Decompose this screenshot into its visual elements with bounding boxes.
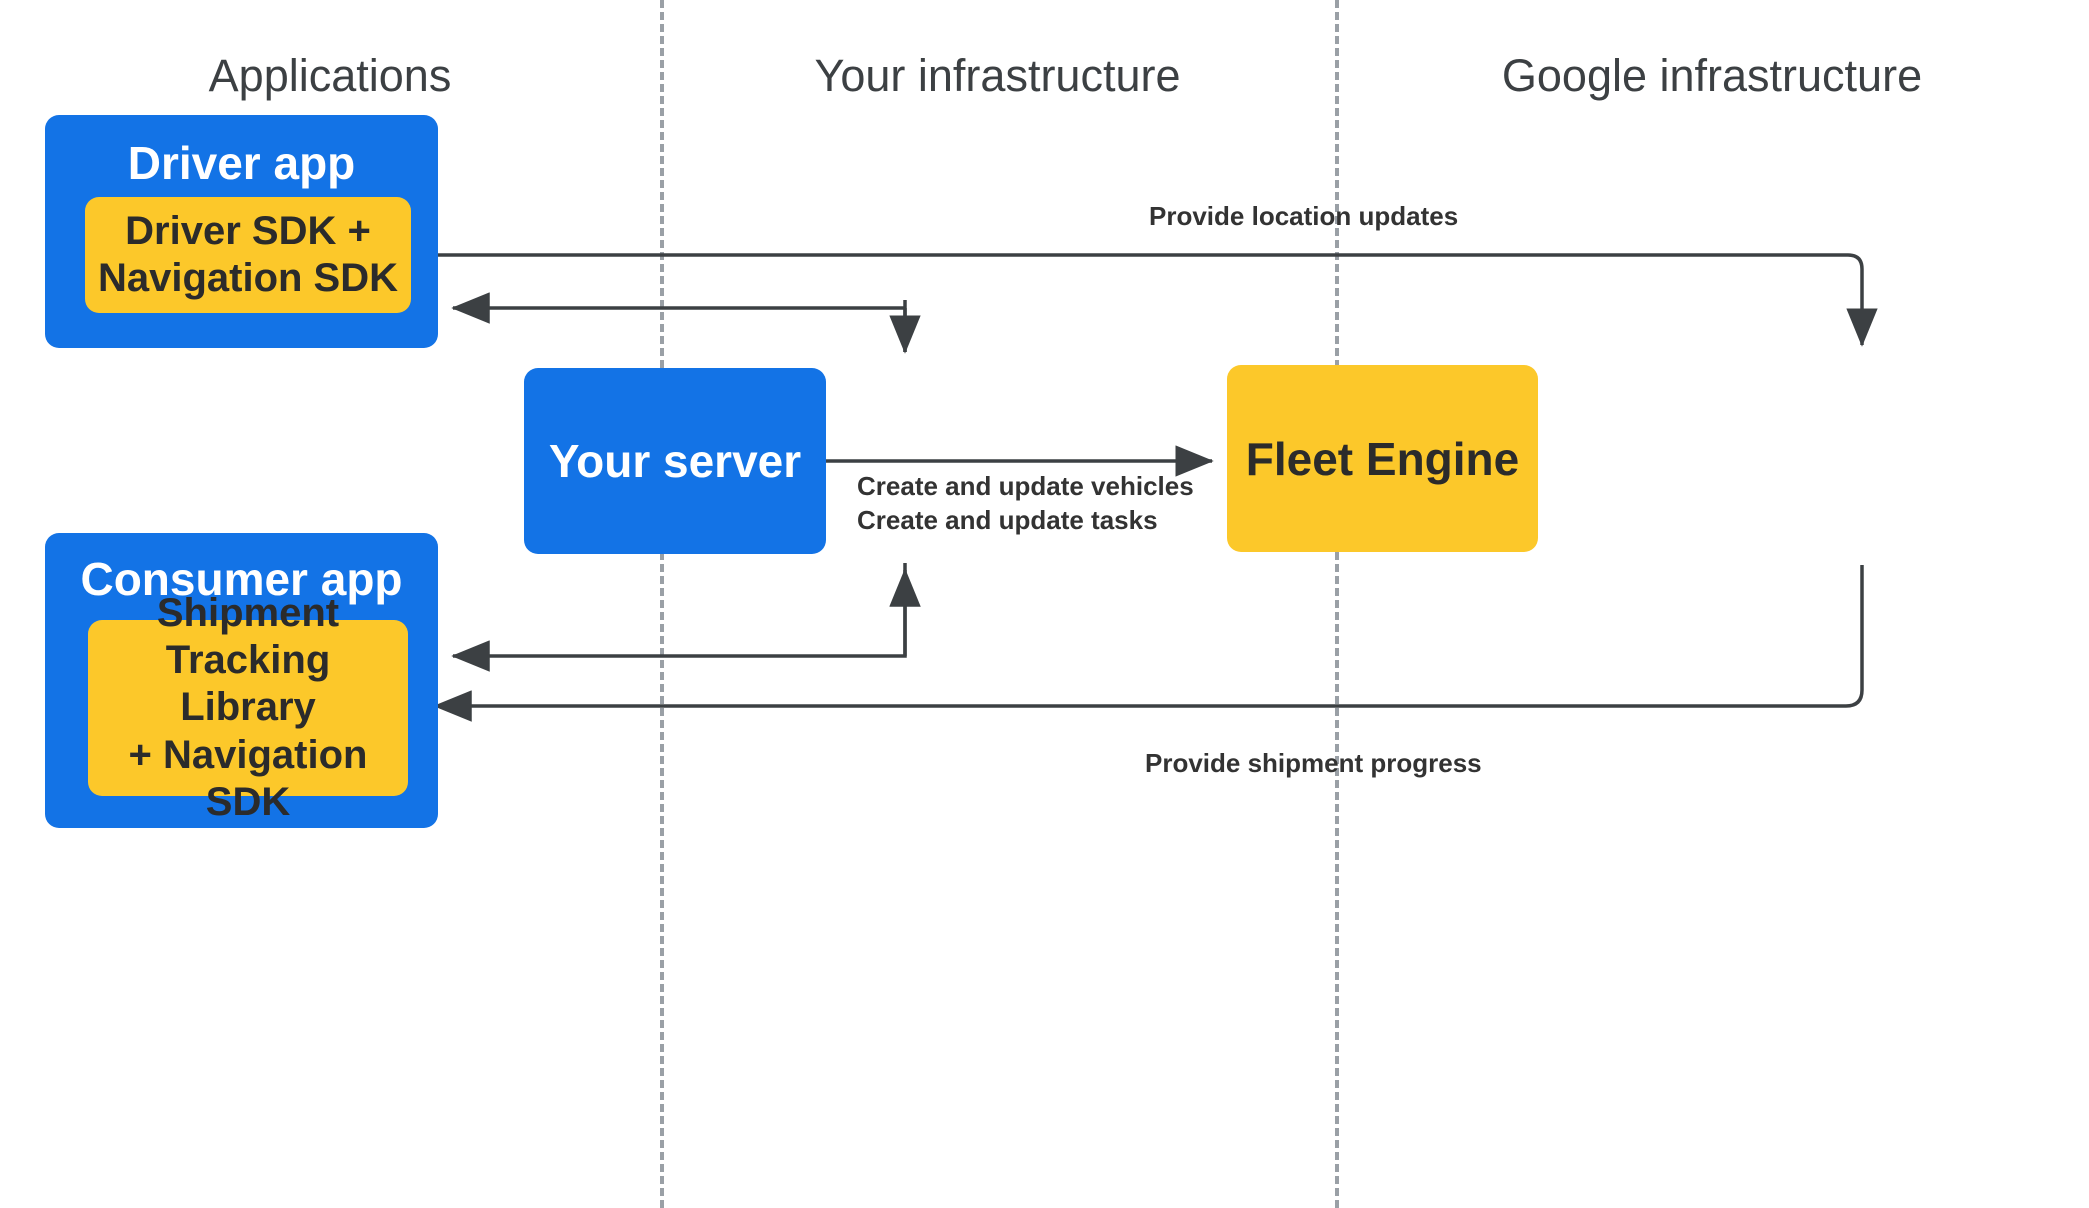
node-driver-sdk[interactable]: Driver SDK + Navigation SDK <box>85 197 411 313</box>
node-your-server[interactable]: Your server <box>524 368 826 554</box>
edge-label-provide-location-updates: Provide location updates <box>1149 201 1459 231</box>
edge-label-create-and-update: Create and update vehicles Create and up… <box>857 470 1194 538</box>
node-consumer-sdk[interactable]: Shipment Tracking Library + Navigation S… <box>88 591 408 824</box>
node-consumer-sdk-label-line1: Shipment <box>156 591 340 636</box>
edge-provide-shipment-progress <box>433 565 1864 722</box>
node-consumer-sdk-label: Shipment Tracking Library + Navigation S… <box>88 590 408 826</box>
node-consumer-sdk-label-line3: + Navigation SDK <box>128 732 368 824</box>
edge-server-to-consumer-sdk <box>451 563 907 672</box>
node-fleet-engine[interactable]: Fleet Engine <box>1227 365 1538 552</box>
column-header-applications: Applications <box>208 50 452 101</box>
node-consumer-app-label: Consumer app <box>80 553 403 605</box>
node-driver-sdk-label-line2: Navigation SDK <box>97 256 399 300</box>
node-driver-sdk-label-line1: Driver SDK + <box>125 208 371 253</box>
edge-label-create-and-update-tasks: Create and update tasks <box>857 504 1158 535</box>
edge-provide-location-updates <box>424 253 1878 347</box>
edge-server-to-driver-app <box>451 292 907 352</box>
node-your-server-label: Your server <box>548 435 802 487</box>
node-consumer-sdk-label-line2: Tracking Library <box>165 638 331 730</box>
node-driver-sdk-label: Driver SDK + Navigation SDK <box>88 208 408 302</box>
node-driver-app-label: Driver app <box>127 137 356 189</box>
edge-label-create-and-update-vehicles: Create and update vehicles <box>857 471 1194 501</box>
column-header-your-infrastructure: Your infrastructure <box>814 50 1181 101</box>
edge-label-provide-shipment-progress: Provide shipment progress <box>1145 748 1482 778</box>
column-divider-your-infrastructure-google-infrastructure <box>1335 0 1339 1208</box>
node-fleet-engine-label: Fleet Engine <box>1245 432 1520 485</box>
column-header-google-infrastructure: Google infrastructure <box>1501 50 1923 101</box>
column-divider-applications-your-infrastructure <box>660 0 664 1208</box>
